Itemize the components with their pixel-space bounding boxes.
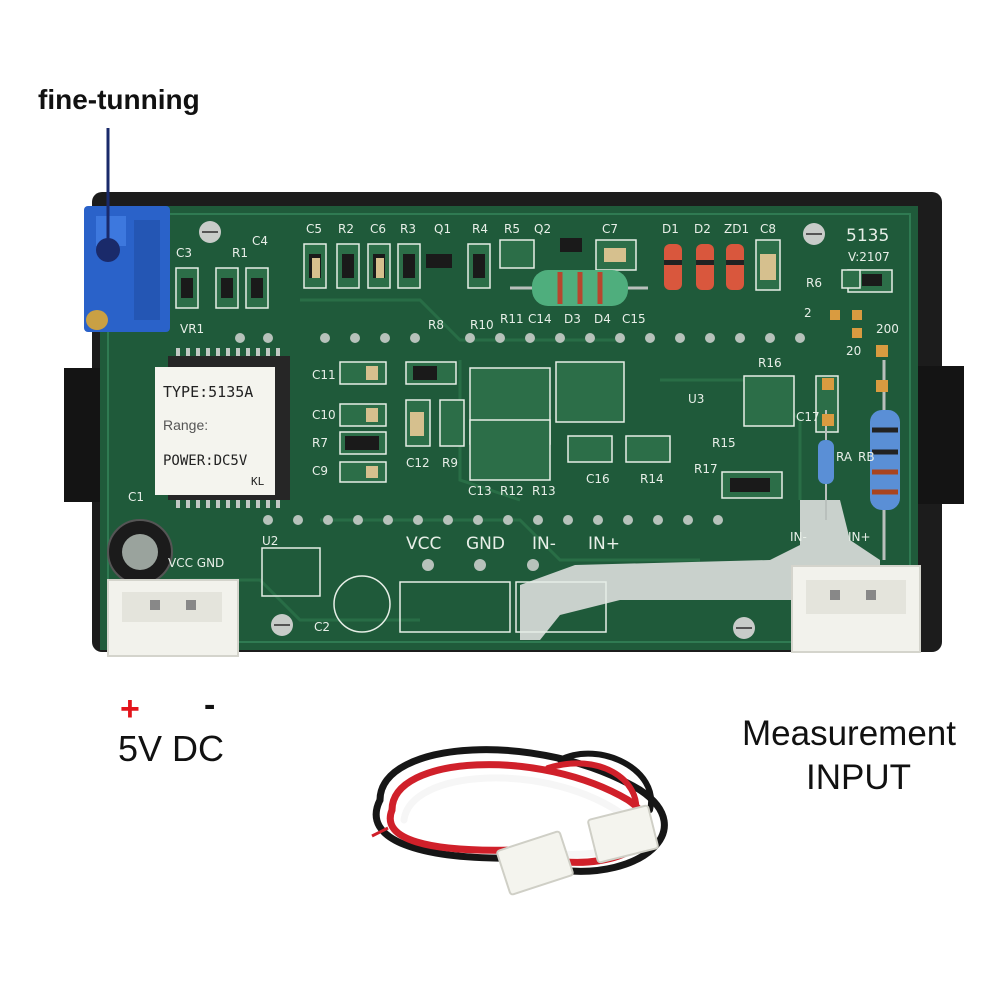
silk-c14: C14 <box>528 312 552 326</box>
silk-d4: D4 <box>594 312 611 326</box>
silk-range-20: 20 <box>846 344 862 358</box>
silk-vr1: VR1 <box>180 322 205 336</box>
silk-r9: R9 <box>442 456 458 470</box>
silk-c8: C8 <box>760 222 777 236</box>
silk-r2: R2 <box>338 222 354 236</box>
silk-r3: R3 <box>400 222 416 236</box>
silk-r16: R16 <box>758 356 782 370</box>
silk-c15: C15 <box>622 312 646 326</box>
silk-r5: R5 <box>504 222 520 236</box>
power-label: 5V DC <box>118 728 225 769</box>
screw <box>199 221 825 639</box>
chip-label-sticker: TYPE:5135A Range: POWER:DC5V KL <box>155 367 275 495</box>
silk-zd1: ZD1 <box>724 222 750 236</box>
silk-c2: C2 <box>314 620 331 634</box>
silk-range-2: 2 <box>804 306 812 320</box>
silk-ra: RA <box>836 450 853 464</box>
silk-r13: R13 <box>532 484 556 498</box>
minus-sign: - <box>204 686 216 724</box>
silk-u2: U2 <box>262 534 279 548</box>
silk-vcc-gnd: VCC GND <box>168 556 225 570</box>
silk-in-plus: IN+ <box>588 534 620 554</box>
silk-c10: C10 <box>312 408 336 422</box>
silk-r6: R6 <box>806 276 822 290</box>
plus-sign: + <box>120 690 140 728</box>
silk-gnd: GND <box>466 534 505 554</box>
silk-r14: R14 <box>640 472 664 486</box>
chip-mark-text: KL <box>251 475 265 488</box>
chip-range-text: Range: <box>163 417 209 433</box>
silk-c7: C7 <box>602 222 619 236</box>
silk-c16: C16 <box>586 472 610 486</box>
silk-r11: R11 <box>500 312 524 326</box>
input-label: INPUT <box>806 758 911 797</box>
silk-r1: R1 <box>232 246 248 260</box>
silk-rb: RB <box>858 450 875 464</box>
silk-r12: R12 <box>500 484 524 498</box>
silk-c6: C6 <box>370 222 387 236</box>
silk-u3: U3 <box>688 392 705 406</box>
wire-connector-left <box>496 830 574 896</box>
fine-tuning-label: fine-tunning <box>38 84 200 115</box>
silk-c3: C3 <box>176 246 193 260</box>
silk-c1: C1 <box>128 490 145 504</box>
silk-c12: C12 <box>406 456 430 470</box>
board-model: 5135 <box>846 226 890 246</box>
silk-c9: C9 <box>312 464 329 478</box>
silk-c17: C17 <box>796 410 820 424</box>
silk-in-plus-right: IN+ <box>848 530 871 544</box>
resistor-rb <box>870 410 900 510</box>
silk-c11: C11 <box>312 368 336 382</box>
silk-r17: R17 <box>694 462 718 476</box>
board-version: V:2107 <box>848 250 890 264</box>
silk-d1: D1 <box>662 222 679 236</box>
silk-r7: R7 <box>312 436 328 450</box>
silk-range-200: 200 <box>876 322 899 336</box>
silk-c4: C4 <box>252 234 269 248</box>
silk-in-minus-right: IN- <box>790 530 807 544</box>
silk-r15: R15 <box>712 436 736 450</box>
silk-q2: Q2 <box>534 222 552 236</box>
silk-r4: R4 <box>472 222 488 236</box>
silk-d3: D3 <box>564 312 581 326</box>
copper-trace <box>520 545 800 640</box>
wire-connector-right <box>587 804 659 864</box>
silk-q1: Q1 <box>434 222 452 236</box>
side-clip-right <box>910 366 964 504</box>
chip-power-text: POWER:DC5V <box>163 453 248 469</box>
silk-c13: C13 <box>468 484 492 498</box>
resistor-ra <box>818 440 834 484</box>
measurement-label: Measurement <box>742 714 956 753</box>
silk-vcc: VCC <box>406 534 442 554</box>
silk-in-minus: IN- <box>532 534 556 554</box>
silk-r10: R10 <box>470 318 494 332</box>
chip-type-text: TYPE:5135A <box>163 383 254 401</box>
silk-d2: D2 <box>694 222 711 236</box>
silk-r8: R8 <box>428 318 444 332</box>
silk-c5: C5 <box>306 222 323 236</box>
